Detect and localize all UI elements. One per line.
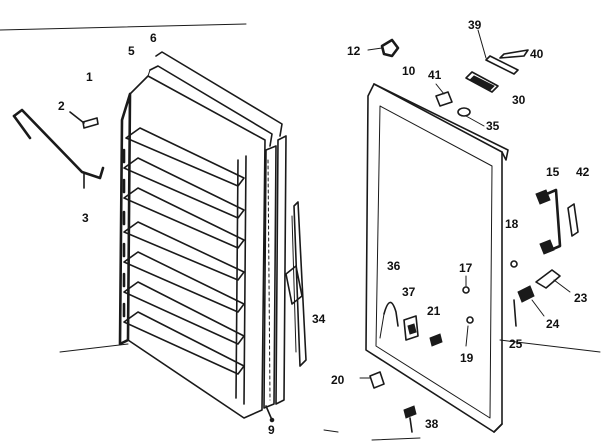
- part-bracket-37: [403, 315, 419, 341]
- part-screw-2: [69, 111, 99, 129]
- callout-2: 2: [58, 99, 65, 113]
- part-gasket: [155, 51, 287, 405]
- callout-25: 25: [509, 337, 523, 351]
- callout-1: 1: [86, 70, 93, 84]
- callout-38: 38: [425, 417, 439, 431]
- callout-41: 41: [428, 68, 442, 82]
- part-screw-35: [457, 107, 485, 127]
- part-handle-insert: [567, 203, 579, 237]
- part-handle: [535, 188, 562, 255]
- callout-35: 35: [486, 119, 500, 133]
- part-screw-18: [510, 260, 518, 268]
- bottom-mark-left: [323, 429, 339, 433]
- part-screw-25: [499, 299, 601, 353]
- callout-23: 23: [574, 291, 588, 305]
- part-plug-17: [462, 275, 470, 294]
- part-hinge-cover: [465, 71, 499, 93]
- callout-36: 36: [387, 259, 401, 273]
- part-breaker-strip: [147, 65, 277, 409]
- part-latch: [535, 269, 571, 293]
- part-rod-bracket: [12, 108, 105, 189]
- part-hinge-pin: [367, 38, 400, 58]
- top-rule-line: [0, 23, 247, 31]
- callout-40: 40: [530, 47, 544, 61]
- bottom-mark-right: [371, 437, 421, 441]
- callout-3: 3: [82, 211, 89, 225]
- callout-20: 20: [331, 373, 345, 387]
- callout-10: 10: [402, 64, 416, 78]
- callout-42: 42: [576, 165, 590, 179]
- callout-19: 19: [460, 351, 474, 365]
- part-spring: [517, 285, 545, 317]
- part-screw-38: [403, 405, 417, 433]
- callout-17: 17: [459, 261, 473, 275]
- callout-39: 39: [468, 18, 482, 32]
- callout-9: 9: [268, 423, 275, 437]
- part-strip-40: [499, 49, 529, 59]
- part-screw-20: [359, 371, 385, 389]
- part-outer-door-panel: [365, 83, 509, 433]
- callout-18: 18: [505, 217, 519, 231]
- part-screw-21: [429, 333, 443, 347]
- part-screw-9: [265, 405, 275, 423]
- callout-6: 6: [150, 31, 157, 45]
- callout-37: 37: [402, 285, 416, 299]
- part-clip-36: [379, 301, 399, 339]
- part-plug-19: [465, 316, 474, 347]
- callout-12: 12: [347, 44, 361, 58]
- part-washer-41: [435, 83, 453, 107]
- callout-15: 15: [546, 165, 560, 179]
- part-trim-strip: [285, 201, 307, 367]
- part-door-liner: [59, 75, 266, 419]
- callout-21: 21: [427, 304, 441, 318]
- callout-5: 5: [128, 44, 135, 58]
- callout-30: 30: [512, 93, 526, 107]
- callout-24: 24: [546, 317, 560, 331]
- part-strip-39: [477, 29, 519, 75]
- callout-34: 34: [312, 312, 326, 326]
